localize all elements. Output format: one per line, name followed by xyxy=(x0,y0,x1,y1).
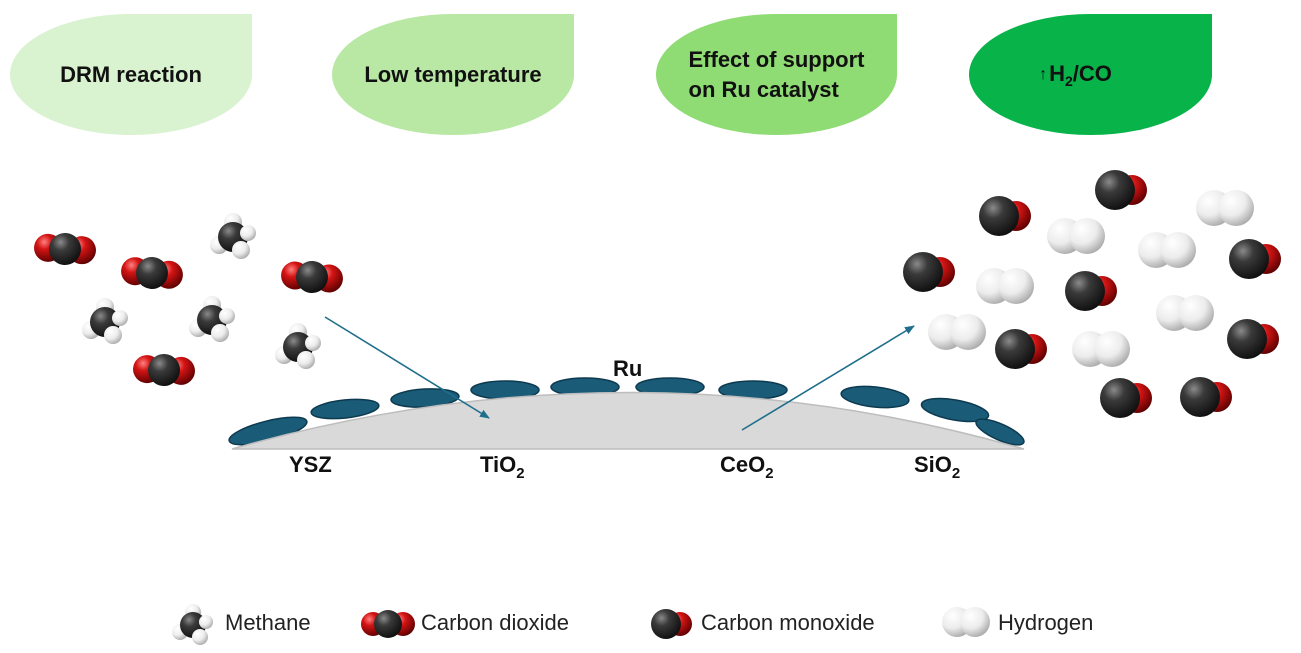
legend-carbon-dioxide: Carbon dioxide xyxy=(421,610,569,635)
co2-molecule xyxy=(281,261,343,293)
co-molecule xyxy=(1229,239,1281,279)
support-tio2-text: TiO xyxy=(480,452,517,477)
leaf-h2-co-ratio: ↑H2/CO xyxy=(969,14,1212,135)
support-label-ceo2: CeO2 xyxy=(720,452,774,482)
leaf-support-effect-line1: Effect of support xyxy=(688,46,865,72)
ru-particle xyxy=(310,398,380,420)
ch4-molecule xyxy=(275,323,321,369)
carbon-dioxide-legend-icon xyxy=(361,610,415,638)
co2-molecule xyxy=(121,257,183,289)
support-tio2-subscript: 2 xyxy=(516,465,525,482)
h2-subscript: 2 xyxy=(1064,72,1073,89)
ru-particles xyxy=(228,377,1025,446)
leaf-low-temperature: Low temperature xyxy=(332,14,574,135)
ch4-molecule xyxy=(82,298,128,344)
leaf-support-effect-line2: on Ru catalyst xyxy=(688,76,839,102)
leaf-support-effect: Effect of support on Ru catalyst xyxy=(656,14,897,135)
co2-molecule xyxy=(133,354,195,386)
co-molecule xyxy=(1180,377,1232,417)
product-arrow xyxy=(741,325,915,431)
co-molecule xyxy=(1100,378,1152,418)
co-molecule xyxy=(995,329,1047,369)
ru-particle xyxy=(975,418,1025,446)
support-ysz-text: YSZ xyxy=(289,452,332,477)
ru-particle xyxy=(920,397,990,423)
support-dome xyxy=(231,391,1025,450)
legend-methane: Methane xyxy=(225,610,311,635)
leaf-low-temperature-text: Low temperature xyxy=(364,61,542,87)
h2-molecule xyxy=(1072,331,1130,367)
h2-molecule xyxy=(1047,218,1105,254)
leaf-drm-reaction-text: DRM reaction xyxy=(60,61,202,87)
co-molecule xyxy=(1095,170,1147,210)
h2-molecule xyxy=(1138,232,1196,268)
h2-molecule xyxy=(976,268,1034,304)
co-molecule xyxy=(1065,271,1117,311)
h2-molecule xyxy=(928,314,986,350)
h2-molecule xyxy=(1156,295,1214,331)
co-molecule xyxy=(903,252,955,292)
co2-molecule xyxy=(34,233,96,265)
ru-particle xyxy=(840,385,910,409)
co-suffix: /CO xyxy=(1072,60,1112,86)
leaf-support-effect-text: Effect of support on Ru catalyst xyxy=(689,45,865,104)
ch4-molecule xyxy=(189,296,235,342)
support-label-sio2: SiO2 xyxy=(914,452,960,482)
co-molecule xyxy=(979,196,1031,236)
support-ceo2-subscript: 2 xyxy=(765,465,774,482)
methane-legend-icon xyxy=(172,604,213,645)
ch4-molecule xyxy=(210,213,256,259)
leaf-drm-reaction: DRM reaction xyxy=(10,14,252,135)
support-sio2-subscript: 2 xyxy=(951,465,961,482)
leaf-h2-co-text: ↑H2/CO xyxy=(1039,59,1112,91)
h2-label: H xyxy=(1049,60,1065,86)
carbon-monoxide-legend-icon xyxy=(651,609,692,639)
legend-carbon-monoxide: Carbon monoxide xyxy=(701,610,875,635)
up-arrow-icon: ↑ xyxy=(1039,65,1048,83)
support-label-ysz: YSZ xyxy=(289,452,332,478)
support-sio2-text: SiO xyxy=(914,452,952,477)
h2-molecule xyxy=(1196,190,1254,226)
ru-label: Ru xyxy=(613,356,643,381)
legend-hydrogen: Hydrogen xyxy=(998,610,1094,635)
support-ceo2-text: CeO xyxy=(720,452,766,477)
reactant-arrow xyxy=(324,316,490,419)
support-label-tio2: TiO2 xyxy=(480,452,525,482)
hydrogen-legend-icon xyxy=(942,607,990,637)
co-molecule xyxy=(1227,319,1279,359)
